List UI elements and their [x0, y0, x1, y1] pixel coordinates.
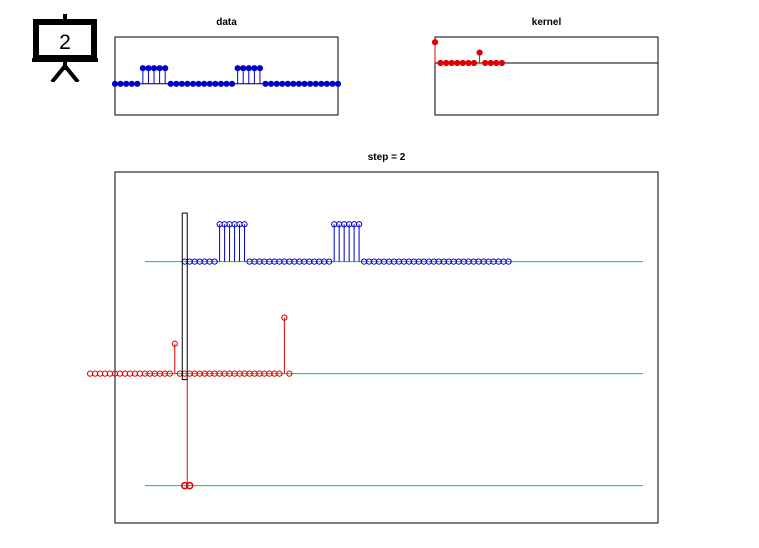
shifted-kernel-marker — [276, 370, 283, 377]
shifted-kernel-marker — [126, 370, 134, 377]
kernel-marker — [459, 59, 466, 67]
data-marker — [162, 65, 169, 72]
kernel-marker — [498, 59, 505, 67]
shifted-kernel-marker — [281, 314, 288, 321]
shifted-kernel-marker — [91, 370, 99, 377]
kernel-marker — [454, 59, 461, 67]
kernel-plot-title: kernel — [531, 17, 562, 28]
data-marker — [256, 65, 264, 72]
data-marker — [295, 80, 303, 87]
signal-marker — [505, 258, 512, 265]
data-marker — [201, 80, 208, 87]
kernel-marker — [431, 39, 439, 46]
data-marker — [312, 80, 319, 87]
shifted-kernel-marker — [106, 370, 114, 377]
shifted-kernel-marker — [136, 370, 144, 377]
data-marker — [273, 80, 280, 87]
data-marker — [111, 80, 119, 87]
data-marker — [134, 80, 141, 87]
shifted-kernel-marker — [286, 370, 293, 377]
signal-marker — [211, 258, 218, 265]
shifted-kernel-marker — [131, 370, 139, 377]
kernel-marker — [487, 59, 494, 67]
data-marker — [123, 80, 130, 87]
data-marker — [139, 65, 146, 72]
data-marker — [262, 80, 269, 87]
data-marker — [217, 80, 225, 87]
data-marker — [329, 80, 336, 87]
shifted-kernel-marker — [86, 370, 94, 377]
shifted-kernel-marker — [96, 370, 104, 377]
data-marker — [128, 80, 135, 87]
step-plot-title: step = 2 — [367, 152, 406, 163]
shifted-kernel-marker — [166, 370, 173, 377]
data-marker — [234, 65, 241, 72]
data-marker — [195, 80, 202, 87]
data-marker — [173, 80, 180, 87]
kernel-marker — [493, 59, 500, 67]
data-marker — [290, 80, 297, 87]
signal-marker — [241, 221, 248, 228]
data-marker — [167, 80, 174, 87]
output-marker — [185, 481, 194, 490]
data-marker — [117, 80, 124, 87]
data-marker — [184, 80, 191, 87]
data-marker — [240, 65, 247, 72]
data-marker — [279, 80, 286, 87]
shifted-kernel-marker — [101, 370, 109, 377]
data-marker — [323, 80, 330, 87]
shifted-kernel-marker — [116, 370, 124, 377]
data-marker — [150, 65, 158, 72]
data-marker — [251, 65, 258, 72]
data-marker — [212, 80, 219, 87]
kernel-plot-frame — [434, 36, 659, 116]
data-plot-title: data — [216, 17, 237, 28]
kernel-marker — [443, 59, 450, 67]
kernel-marker — [482, 59, 489, 67]
data-marker — [268, 80, 275, 87]
kernel-marker — [448, 59, 455, 67]
badge-number: 2 — [59, 31, 71, 54]
data-marker — [318, 80, 325, 87]
data-marker — [206, 80, 213, 87]
kernel-marker — [470, 59, 478, 67]
shifted-kernel-marker — [121, 370, 129, 377]
data-marker — [223, 80, 230, 87]
data-marker — [307, 80, 314, 87]
kernel-marker — [437, 59, 444, 67]
data-marker — [156, 65, 163, 72]
data-marker — [145, 65, 152, 72]
step-plot-frame — [114, 171, 659, 524]
data-marker — [284, 80, 291, 87]
data-marker — [178, 80, 185, 87]
shifted-kernel-marker — [171, 340, 178, 347]
data-marker — [301, 80, 308, 87]
kernel-marker — [476, 49, 483, 56]
presentation-board-icon: 2 — [30, 12, 100, 87]
kernel-marker — [465, 59, 472, 67]
data-marker — [245, 65, 252, 72]
signal-marker — [356, 221, 363, 228]
data-plot-frame — [114, 36, 339, 116]
data-marker — [228, 80, 236, 87]
signal-marker — [326, 258, 333, 265]
sliding-window — [181, 212, 188, 381]
output-marker — [180, 481, 189, 490]
data-marker — [189, 80, 197, 87]
data-marker — [334, 80, 342, 87]
